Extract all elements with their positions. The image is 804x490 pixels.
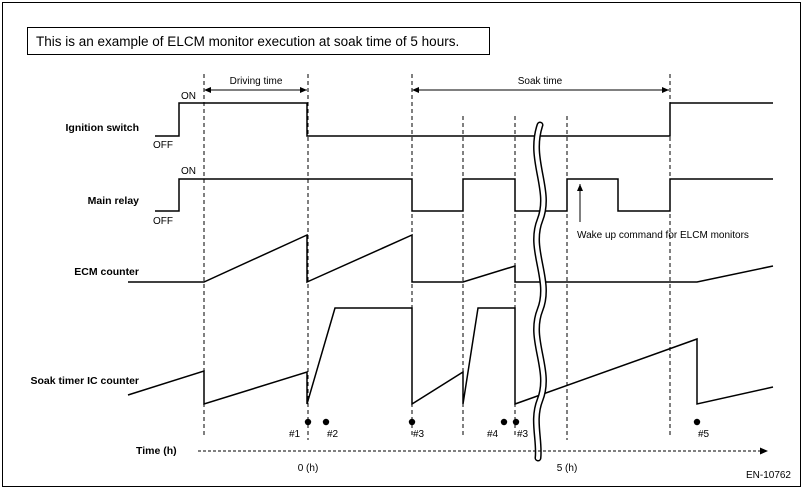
event-dot-3b — [512, 418, 520, 426]
event-dot-4 — [500, 418, 508, 426]
reference-lines — [203, 74, 671, 440]
wake-up-annotation: Wake up command for ELCM monitors — [577, 230, 749, 241]
time-break — [534, 123, 546, 460]
event-label-3: #3 — [413, 429, 425, 440]
driving-time-label: Driving time — [230, 76, 283, 87]
main-relay-waveform — [155, 178, 773, 212]
time-axis-label: Time (h) — [136, 445, 177, 457]
ignition-off-label: OFF — [153, 140, 173, 151]
note-text: This is an example of ELCM monitor execu… — [36, 34, 459, 49]
relay-off-label: OFF — [153, 216, 173, 227]
time-five-label: 5 (h) — [557, 463, 578, 474]
main-relay-label: Main relay — [88, 195, 140, 207]
event-dot-3 — [408, 418, 416, 426]
event-label-1: #1 — [289, 429, 301, 440]
ignition-on-label: ON — [181, 91, 196, 102]
ignition-switch-label: Ignition switch — [66, 122, 140, 134]
soak-timer-waveform — [127, 307, 774, 406]
event-dot-1 — [304, 418, 312, 426]
event-dots — [304, 418, 701, 426]
figure-id: EN-10762 — [746, 470, 791, 481]
event-label-3b: #3 — [517, 429, 529, 440]
ecm-counter-waveform — [128, 233, 774, 284]
soak-timer-label: Soak timer IC counter — [30, 375, 139, 387]
note-box — [27, 27, 490, 55]
time-zero-label: 0 (h) — [298, 463, 319, 474]
event-dot-5 — [693, 418, 701, 426]
soak-time-label: Soak time — [518, 76, 563, 87]
relay-on-label: ON — [181, 166, 196, 177]
event-label-4: #4 — [487, 429, 499, 440]
event-dot-2 — [322, 418, 330, 426]
event-label-5: #5 — [698, 429, 710, 440]
ignition-switch-waveform — [155, 102, 773, 137]
ecm-counter-label: ECM counter — [74, 266, 139, 278]
time-axis-arrowhead — [760, 447, 768, 455]
event-label-2: #2 — [327, 429, 339, 440]
